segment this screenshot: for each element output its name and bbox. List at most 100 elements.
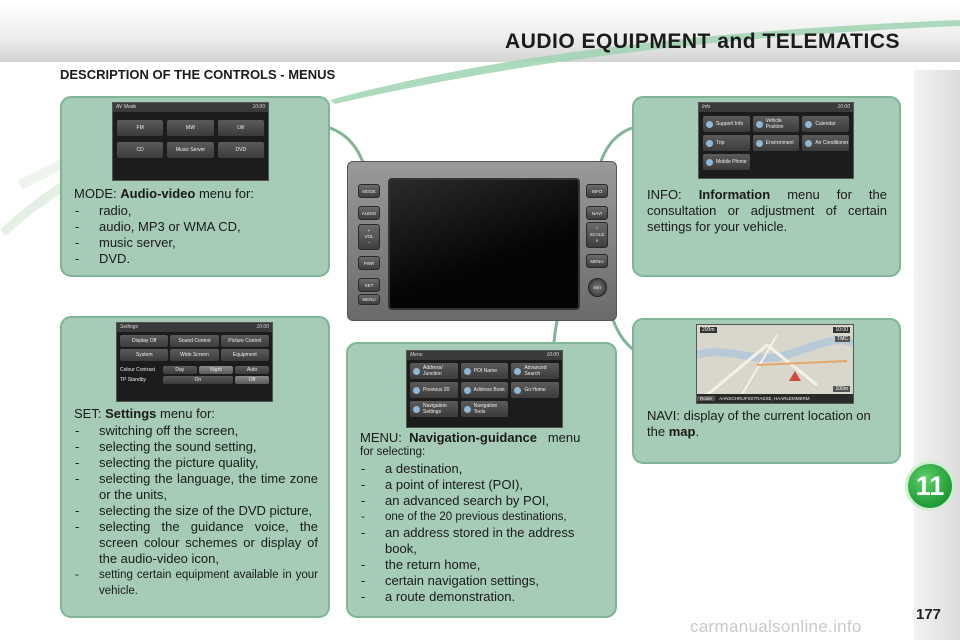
mode-suffix: menu for:: [195, 186, 254, 201]
screen-button-calendar: Calendar: [802, 116, 849, 132]
info-suffix: menu for the consultation or adjustment …: [647, 187, 887, 234]
mode-description: MODE: Audio-video menu for: radio, audio…: [74, 186, 318, 267]
list-item: selecting the guidance voice, the screen…: [74, 519, 318, 567]
map-route-button: Route: [697, 396, 716, 401]
screen-button-go-home: Go Home: [511, 382, 559, 398]
screen-button-sound-control: Sound Control: [170, 335, 219, 347]
list-item: selecting the size of the DVD picture,: [74, 503, 318, 519]
screen-button-support-info: Support Info: [703, 116, 750, 132]
map-scale-label: 200m: [700, 327, 717, 333]
menu-left-hardware-button: MENU: [358, 294, 380, 305]
screen-time: 10:00: [837, 104, 850, 110]
info-description: INFO: Information menu for the consultat…: [647, 187, 887, 235]
map-graphic: [697, 334, 853, 403]
screen-title: AV Mode: [116, 104, 137, 110]
navi-prefix: NAVI: display of the current location on…: [647, 408, 871, 439]
mode-keyword: Audio-video: [120, 186, 196, 201]
map-street-label: AANSCHRIJFSSTRASSE, HAARLEMMERM: [719, 396, 810, 401]
set-keyword: Settings: [105, 406, 157, 421]
menu-suffix: menu: [544, 430, 581, 445]
navi-keyword: map: [668, 424, 696, 439]
list-item: radio,: [74, 203, 318, 219]
screen-button-picture-control: Picture Control: [220, 335, 269, 347]
screen-title: Info: [702, 104, 711, 110]
screen-button-poi-name: POI Name: [460, 363, 509, 379]
screen-button-fm: FM: [117, 120, 164, 136]
navigation-map-screenshot: 200m 10:00 TMC 100m Route AANSCHRIJFSSTR…: [696, 324, 854, 404]
list-item: a point of interest (POI),: [360, 477, 606, 493]
watermark: carmanualsonline.info: [690, 617, 862, 636]
screen-button-navigation-tools: Navigation Tools: [460, 401, 509, 417]
screen-button-off: Off: [234, 376, 269, 384]
menu-list: a destination, a point of interest (POI)…: [360, 461, 606, 605]
screen-button-dvd: DVD: [217, 142, 264, 158]
screen-button-equipment: Equipment: [220, 349, 269, 361]
set-panel: Settings 10:00 Display Off Sound Control…: [60, 316, 330, 618]
screen-button-mw: MW: [167, 120, 214, 136]
map-tmc-button: TMC: [835, 336, 850, 342]
navi-panel: 200m 10:00 TMC 100m Route AANSCHRIJFSSTR…: [632, 318, 901, 464]
screen-button-previous-20: Previous 20: [410, 382, 458, 398]
screen-button-air-conditioner: Air Conditioner: [802, 135, 849, 151]
screen-button-environment: Environment: [752, 135, 800, 151]
section-title: DESCRIPTION OF THE CONTROLS - MENUS: [60, 67, 336, 82]
page-number: 177: [916, 606, 942, 623]
menu-description: MENU: Navigation-guidance menu for selec…: [360, 430, 606, 605]
av-mode-screenshot: AV Mode 10:00 FM MW LW CD Music Server D…: [112, 102, 269, 181]
navi-suffix: .: [695, 424, 700, 439]
head-unit-screen: [388, 178, 580, 310]
screen-button-trip: Trip: [703, 135, 750, 151]
screen-button-auto: Auto: [234, 366, 269, 374]
screen-label-colour-contrast: Colour Contrast: [120, 367, 156, 373]
screen-button-advanced-search: Advanced Search: [511, 363, 559, 379]
list-item: audio, MP3 or WMA CD,: [74, 219, 318, 235]
list-item: setting certain equipment available in y…: [74, 567, 318, 599]
info-prefix: INFO:: [647, 187, 682, 202]
enter-knob: ENT: [588, 278, 607, 297]
screen-button-display-off: Display Off: [120, 335, 169, 347]
scale-down-label: v: [595, 238, 599, 243]
menu-line2: for selecting:: [360, 446, 426, 458]
scale-up-label: ^: [595, 226, 599, 231]
mode-prefix: MODE:: [74, 186, 117, 201]
info-hardware-button: INFO: [586, 184, 608, 198]
chapter-badge: 11: [908, 464, 952, 508]
screen-button-navigation-settings: Navigation Settings: [410, 401, 458, 417]
mode-hardware-button: MODE: [358, 184, 380, 198]
screen-button-mobile-phone: Mobile Phone: [703, 154, 750, 170]
set-hardware-button: SET: [358, 278, 380, 292]
page-title: AUDIO EQUIPMENT and TELEMATICS: [505, 30, 900, 53]
list-item: the return home,: [360, 557, 606, 573]
list-item: an advanced search by POI,: [360, 493, 606, 509]
screen-button-cd: CD: [117, 142, 164, 158]
audio-hardware-button: AUDIO: [358, 206, 380, 220]
navi-hardware-button: NAVI: [586, 206, 608, 220]
head-unit-device: MODE AUDIO + VOL − PWR SET MENU INFO NAV…: [347, 161, 617, 321]
settings-screenshot: Settings 10:00 Display Off Sound Control…: [116, 322, 273, 402]
list-item: a route demonstration.: [360, 589, 606, 605]
volume-down-label: −: [367, 240, 371, 245]
set-prefix: SET:: [74, 406, 102, 421]
list-item: an address stored in the address book,: [360, 525, 606, 557]
menu-keyword: Navigation-guidance: [409, 430, 537, 445]
screen-time: 10:00: [252, 104, 265, 110]
list-item: one of the 20 previous destinations,: [360, 509, 606, 525]
map-distance-label: 100m: [833, 386, 850, 392]
scale-rocker: ^ SCALE v: [586, 222, 608, 248]
info-keyword: Information: [698, 187, 771, 202]
set-list: switching off the screen, selecting the …: [74, 423, 318, 599]
list-item: a destination,: [360, 461, 606, 477]
screen-button-wide-screen: Wide Screen: [170, 349, 219, 361]
screen-button-address-junction: Address/ Junction: [410, 363, 458, 379]
list-item: switching off the screen,: [74, 423, 318, 439]
list-item: selecting the picture quality,: [74, 455, 318, 471]
screen-button-on: On: [162, 376, 233, 384]
map-time-label: 10:00: [833, 327, 850, 333]
screen-time: 10:00: [546, 352, 559, 358]
mode-panel: AV Mode 10:00 FM MW LW CD Music Server D…: [60, 96, 330, 277]
list-item: DVD.: [74, 251, 318, 267]
scale-label: SCALE: [589, 232, 605, 237]
screen-button-system: System: [120, 349, 169, 361]
navi-description: NAVI: display of the current location on…: [647, 408, 891, 440]
screen-time: 10:00: [256, 324, 269, 330]
